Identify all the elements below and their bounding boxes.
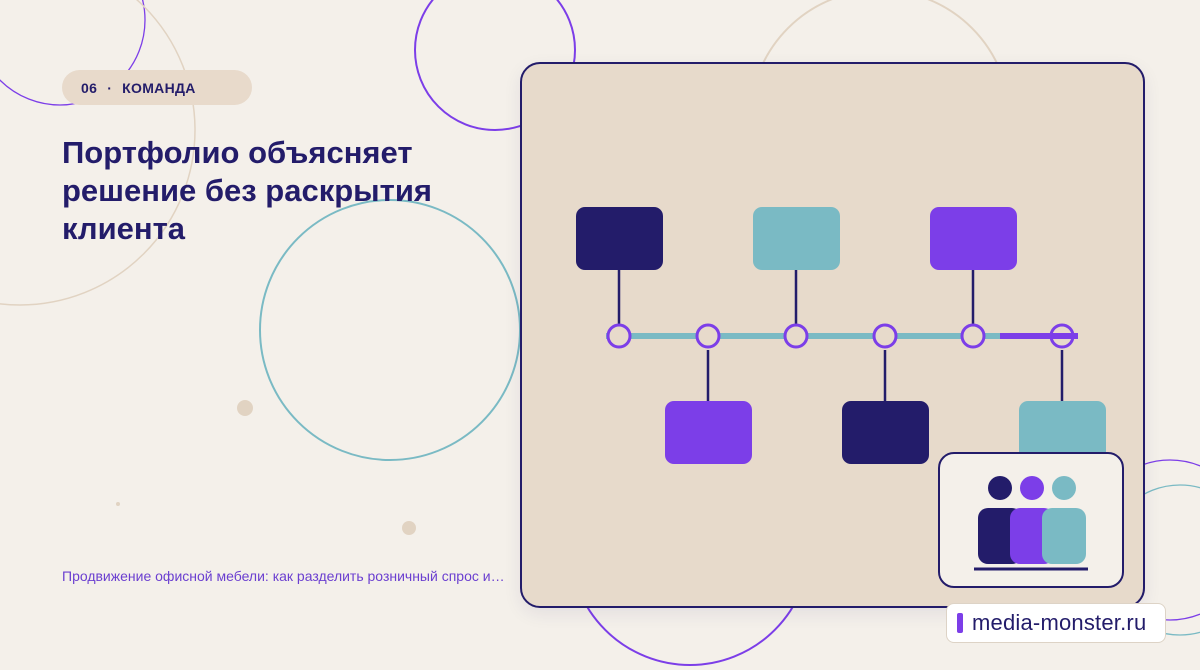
bg-circle-violet-top xyxy=(414,0,576,131)
bg-dot xyxy=(402,521,416,535)
bg-circle-sand-left xyxy=(0,0,196,306)
timeline-card-top xyxy=(576,207,663,270)
team-badge xyxy=(938,452,1124,588)
timeline-node xyxy=(783,323,809,349)
brand-label: media-monster.ru xyxy=(972,610,1147,635)
slide-title: Портфолио объясняет решение без раскрыти… xyxy=(62,135,432,246)
timeline-card-bottom xyxy=(665,401,752,464)
bg-circle-violet-left xyxy=(0,0,146,106)
section-number: 06 xyxy=(81,79,98,96)
timeline-card-top xyxy=(930,207,1017,270)
section-tag: 06 · КОМАНДА xyxy=(62,70,252,105)
brand-accent-bar xyxy=(957,613,963,633)
timeline-node xyxy=(606,323,632,349)
team-member-head xyxy=(1052,476,1076,500)
team-member-body xyxy=(1042,508,1086,564)
timeline-card-top xyxy=(753,207,840,270)
timeline-illustration xyxy=(576,207,1106,464)
section-separator: · xyxy=(107,79,113,96)
timeline-card-bottom xyxy=(1019,401,1106,464)
section-label: КОМАНДА xyxy=(122,79,196,96)
team-icon xyxy=(974,476,1088,571)
team-member-head xyxy=(988,476,1012,500)
footer-caption: Продвижение офисной мебели: как разделит… xyxy=(62,568,505,584)
timeline-node xyxy=(695,323,721,349)
bg-dot xyxy=(116,502,120,506)
brand-badge: media-monster.ru xyxy=(946,603,1166,643)
timeline-node xyxy=(872,323,898,349)
timeline-node xyxy=(960,323,986,349)
timeline-card-bottom xyxy=(842,401,929,464)
bg-dot xyxy=(237,400,253,416)
team-member-head xyxy=(1020,476,1044,500)
